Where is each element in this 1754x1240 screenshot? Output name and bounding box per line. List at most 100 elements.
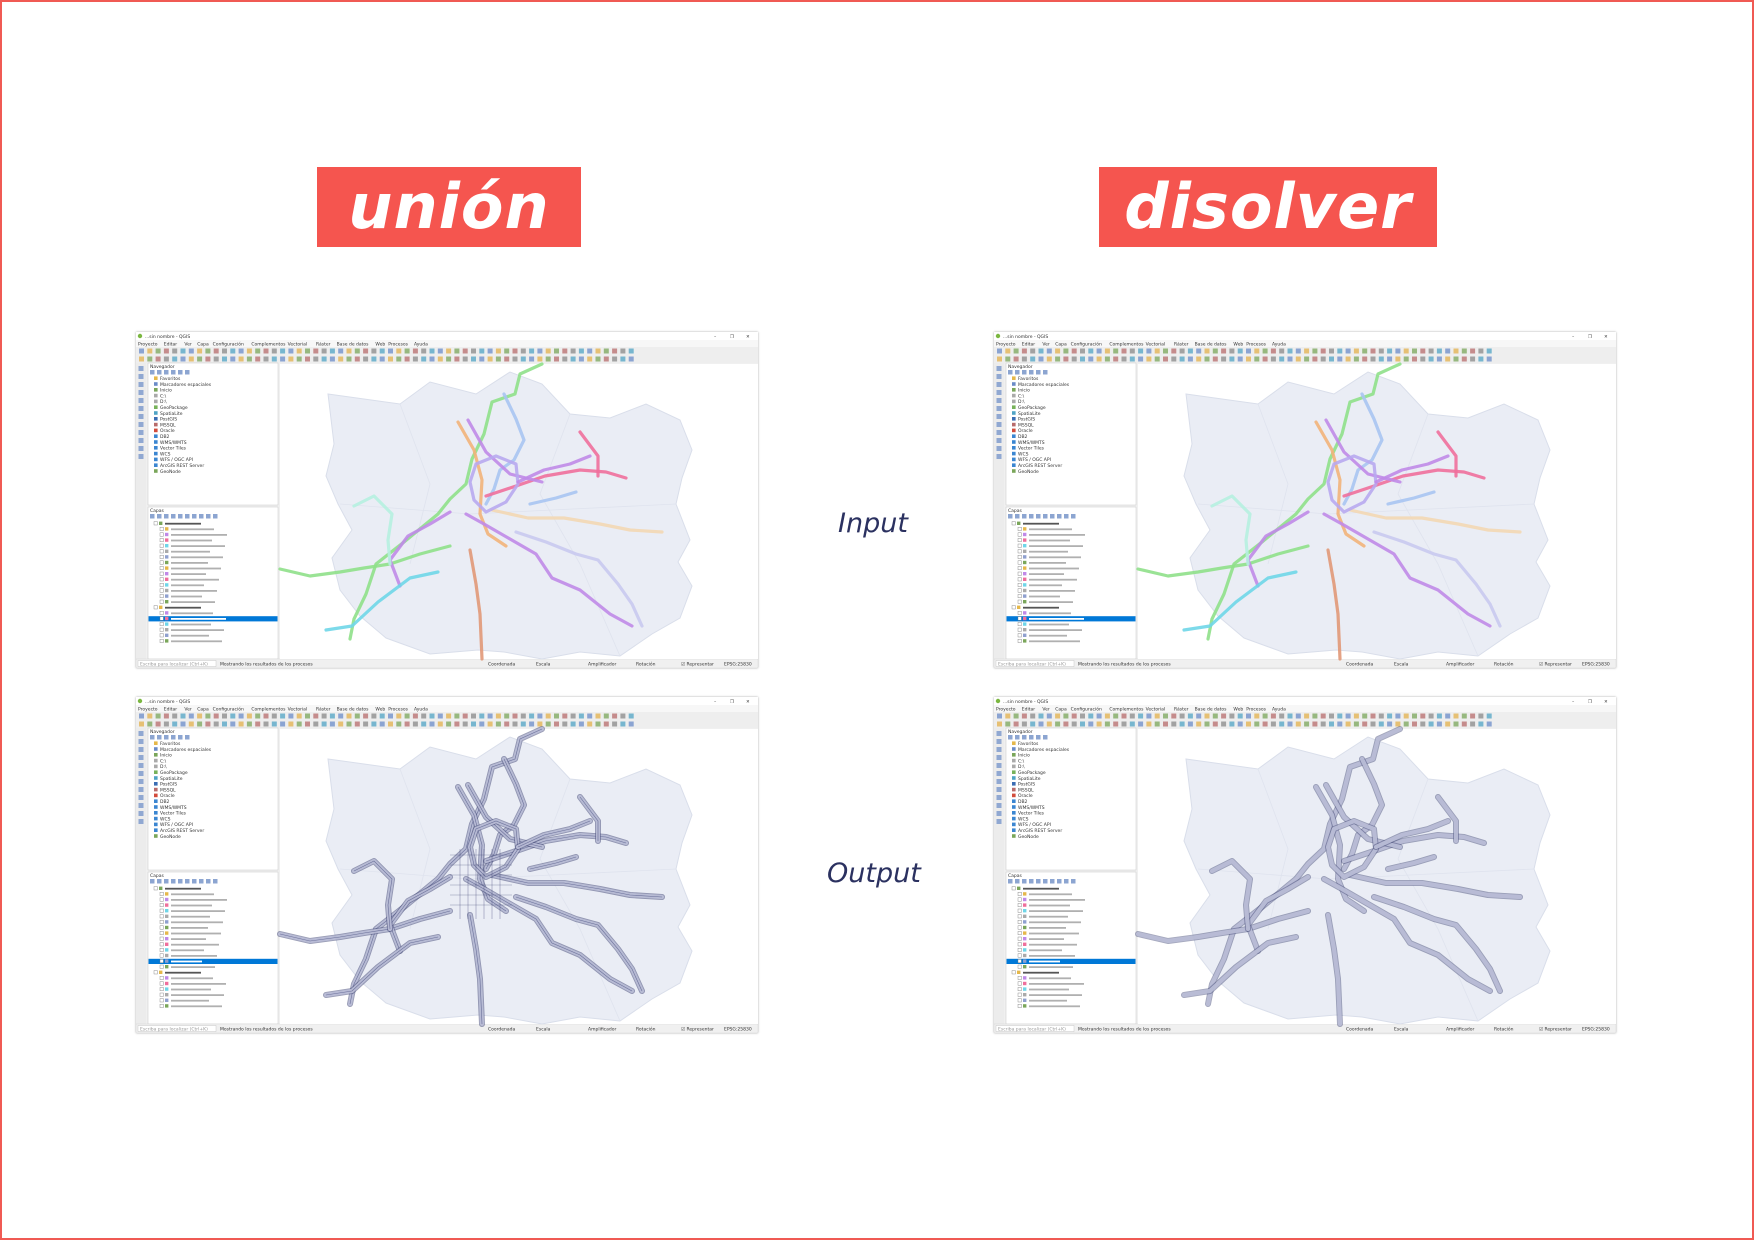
toolbar-icon[interactable] [396,713,402,719]
layer-checkbox[interactable] [159,947,164,952]
layer-checkbox[interactable] [159,627,164,632]
toolbar-icon[interactable] [1320,721,1326,727]
toolbar-icon[interactable] [529,721,535,727]
layer-checkbox[interactable] [159,633,164,638]
toolbar-icon[interactable] [139,348,144,354]
toolbar-icon[interactable] [1237,348,1243,354]
toolbar-icon[interactable] [163,356,169,362]
layer-checkbox[interactable] [1017,981,1022,986]
side-tool-icon[interactable] [996,414,1002,419]
side-tool-icon[interactable] [138,779,144,784]
layer-checkbox[interactable] [1011,970,1016,975]
toolbar-icon[interactable] [437,348,443,354]
side-tool-icon[interactable] [996,438,1002,443]
layer-checkbox[interactable] [159,942,164,947]
layer-checkbox[interactable] [1017,942,1022,947]
toolbar-icon[interactable] [620,713,626,719]
toolbar-icon[interactable] [1096,356,1102,362]
toolbar-icon[interactable] [1403,356,1409,362]
toolbar-icon[interactable] [1412,348,1417,354]
toolbar-icon[interactable] [1395,721,1401,727]
toolbar-icon[interactable] [1387,713,1393,719]
map-canvas[interactable] [277,726,758,1027]
toolbar-icon[interactable] [1378,721,1384,727]
toolbar-icon[interactable] [1163,356,1168,362]
toolbar-icon[interactable] [1204,356,1210,362]
toolbar-icon[interactable] [1420,356,1426,362]
toolbar-icon[interactable] [595,721,601,727]
toolbar-icon[interactable] [1428,356,1434,362]
toolbar-icon[interactable] [388,348,393,354]
toolbar-icon[interactable] [180,348,186,354]
toolbar-icon[interactable] [620,348,626,354]
toolbar-icon[interactable] [338,713,344,719]
toolbar-icon[interactable] [379,713,385,719]
toolbar-icon[interactable] [404,356,410,362]
toolbar-icon[interactable] [512,356,518,362]
toolbar-icon[interactable] [246,348,252,354]
toolbar-icon[interactable] [1387,721,1393,727]
layer-checkbox[interactable] [159,998,164,1003]
map-canvas[interactable] [1135,726,1616,1027]
toolbar-icon[interactable] [180,356,186,362]
toolbar-icon[interactable] [454,713,460,719]
toolbar-icon[interactable] [495,356,501,362]
toolbar-icon[interactable] [421,713,427,719]
toolbar-icon[interactable] [545,721,551,727]
toolbar-icon[interactable] [1279,721,1285,727]
layer-checkbox[interactable] [159,964,164,969]
toolbar-icon[interactable] [1063,348,1069,354]
toolbar-icon[interactable] [1329,348,1334,354]
toolbar-icon[interactable] [1113,713,1119,719]
toolbar-icon[interactable] [1395,348,1401,354]
toolbar-icon[interactable] [437,713,443,719]
toolbar-icon[interactable] [271,713,277,719]
toolbar-icon[interactable] [554,348,559,354]
layer-checkbox[interactable] [1017,964,1022,969]
layer-checkbox[interactable] [159,554,164,559]
toolbar-icon[interactable] [1254,348,1260,354]
toolbar-icon[interactable] [479,348,485,354]
layer-checkbox[interactable] [1017,947,1022,952]
toolbar-icon[interactable] [570,713,576,719]
layer-checkbox[interactable] [1017,953,1022,958]
toolbar-icon[interactable] [1063,713,1069,719]
toolbar-icon[interactable] [454,356,460,362]
toolbar-icon[interactable] [1337,721,1343,727]
layer-checkbox[interactable] [159,532,164,537]
toolbar-icon[interactable] [313,348,319,354]
toolbar-icon[interactable] [1320,348,1326,354]
toolbar-icon[interactable] [1088,713,1094,719]
toolbar-icon[interactable] [578,713,584,719]
toolbar-icon[interactable] [1337,713,1343,719]
toolbar-icon[interactable] [437,721,443,727]
toolbar-icon[interactable] [1304,721,1310,727]
toolbar-icon[interactable] [1428,721,1434,727]
layer-checkbox[interactable] [1017,908,1022,913]
toolbar-icon[interactable] [520,356,526,362]
layer-checkbox[interactable] [159,953,164,958]
toolbar-icon[interactable] [1038,721,1044,727]
toolbar-icon[interactable] [587,348,593,354]
toolbar-icon[interactable] [1337,348,1343,354]
toolbar-icon[interactable] [180,713,186,719]
toolbar-icon[interactable] [1237,356,1243,362]
toolbar-icon[interactable] [487,721,493,727]
toolbar-icon[interactable] [587,356,593,362]
toolbar-icon[interactable] [1403,721,1409,727]
toolbar-icon[interactable] [471,713,476,719]
toolbar-icon[interactable] [1353,348,1359,354]
toolbar-icon[interactable] [1088,721,1094,727]
toolbar-icon[interactable] [313,356,319,362]
toolbar-icon[interactable] [454,721,460,727]
side-tool-icon[interactable] [996,454,1002,459]
layer-checkbox[interactable] [1017,538,1022,542]
toolbar-icon[interactable] [628,713,634,719]
side-tool-icon[interactable] [138,771,144,776]
toolbar-icon[interactable] [371,713,377,719]
toolbar-icon[interactable] [1212,348,1218,354]
toolbar-icon[interactable] [1013,713,1019,719]
toolbar-icon[interactable] [570,356,576,362]
toolbar-icon[interactable] [197,713,203,719]
toolbar-icon[interactable] [1088,356,1094,362]
